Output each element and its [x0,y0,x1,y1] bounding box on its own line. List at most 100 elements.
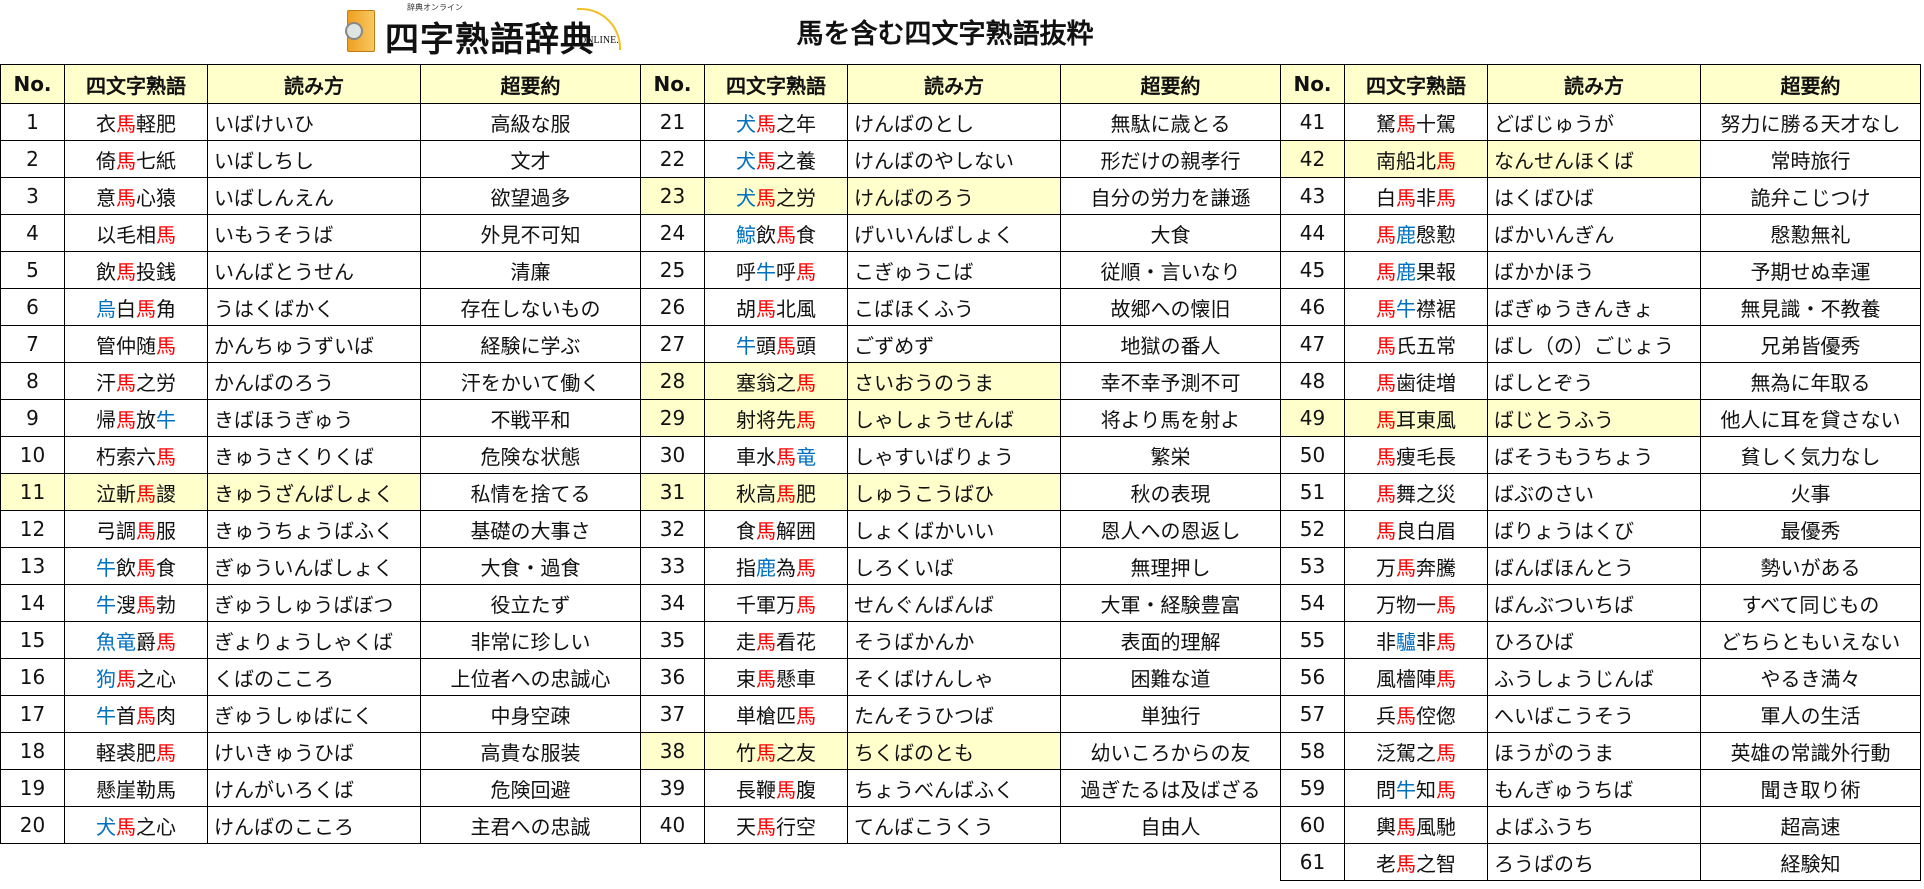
idiom-kanji: 馬耳東風 [1344,399,1488,437]
idiom-reading: なんせんほくば [1487,140,1701,178]
idiom-summary: 単独行 [1060,695,1281,733]
kanji-char: 束 [736,666,756,691]
horse-char: 馬 [796,592,816,617]
horse-char: 馬 [156,444,176,469]
idiom-summary: 危険な状態 [420,436,641,474]
idiom-reading: ろうばのち [1487,843,1701,881]
idiom-kanji: 射将先馬 [704,399,848,437]
animal-char: 牛 [1396,296,1416,321]
kanji-char: 檣 [1396,666,1416,691]
idiom-kanji: 軽裘肥馬 [64,732,208,770]
horse-char: 馬 [776,222,796,247]
kanji-char: 北 [1416,148,1436,173]
idiom-kanji: 馬鹿慇懃 [1344,214,1488,252]
row-number: 58 [1280,732,1345,770]
kanji-char: 千 [736,592,756,617]
kanji-char: 毛 [1416,444,1436,469]
kanji-char: 南 [1376,148,1396,173]
kanji-char: 耳 [1396,407,1416,432]
idiom-reading: ぎゅうしゅばにく [207,695,421,733]
horse-char: 馬 [156,222,176,247]
kanji-char: 角 [156,296,176,321]
row-number: 43 [1280,177,1345,215]
kanji-char: 放 [136,407,156,432]
kanji-char: 駑 [1376,111,1396,136]
horse-char: 馬 [796,703,816,728]
kanji-char: 之 [136,666,156,691]
kanji-char: 肉 [156,703,176,728]
idiom-kanji: 馬牛襟裾 [1344,288,1488,326]
row-number: 6 [0,288,65,326]
kanji-char: 東 [1416,407,1436,432]
row-number: 60 [1280,806,1345,844]
animal-char: 鹿 [1396,259,1416,284]
site-logo: 辞典オンライン 四字熟語辞典 ONLINE. [345,2,627,60]
kanji-char: 軍 [756,592,776,617]
horse-char: 馬 [756,629,776,654]
horse-char: 馬 [116,259,136,284]
idiom-summary: 勢いがある [1700,547,1921,585]
kanji-char: 氏 [1396,333,1416,358]
animal-char: 驢 [1396,629,1416,654]
kanji-char: 意 [96,185,116,210]
animal-char: 牛 [1396,777,1416,802]
idiom-summary: 大食 [1060,214,1281,252]
idiom-summary: 主君への忠誠 [420,806,641,844]
idiom-summary: 秋の表現 [1060,473,1281,511]
header-yomi: 読み方 [1487,64,1701,104]
kanji-char: 食 [736,518,756,543]
kanji-char: 労 [796,185,816,210]
kanji-char: 高 [756,481,776,506]
idiom-summary: 自由人 [1060,806,1281,844]
idiom-reading: ばりょうはくび [1487,510,1701,548]
idiom-summary: 高級な服 [420,103,641,141]
horse-char: 馬 [1396,111,1416,136]
idiom-summary: 自分の労力を謙遜 [1060,177,1281,215]
idiom-reading: きばほうぎゅう [207,399,421,437]
animal-char: 牛 [96,555,116,580]
idiom-kanji: 馬舞之災 [1344,473,1488,511]
kanji-char: 襟 [1416,296,1436,321]
row-number: 33 [640,547,705,585]
idiom-kanji: 衣馬軽肥 [64,103,208,141]
kanji-char: 常 [1436,333,1456,358]
row-number: 24 [640,214,705,252]
idiom-kanji: 泣斬馬謖 [64,473,208,511]
kanji-char: 老 [1376,851,1396,876]
idiom-kanji: 秋高馬肥 [704,473,848,511]
idiom-kanji: 駑馬十駕 [1344,103,1488,141]
kanji-char: 七 [136,148,156,173]
header-summary: 超要約 [1060,64,1281,104]
idiom-summary: 繁栄 [1060,436,1281,474]
horse-char: 馬 [756,518,776,543]
horse-char: 馬 [1436,740,1456,765]
horse-char: 馬 [796,370,816,395]
row-number: 61 [1280,843,1345,881]
kanji-char: 食 [796,222,816,247]
kanji-char: 先 [776,407,796,432]
idiom-summary: 経験に学ぶ [420,325,641,363]
kanji-char: 兵 [1376,703,1396,728]
idiom-reading: ふうしょうじんば [1487,658,1701,696]
horse-char: 馬 [1376,333,1396,358]
idiom-summary: 地獄の番人 [1060,325,1281,363]
idiom-reading: けんばのろう [847,177,1061,215]
kanji-char: 船 [1396,148,1416,173]
row-number: 28 [640,362,705,400]
horse-char: 馬 [756,740,776,765]
kanji-char: 囲 [796,518,816,543]
horse-char: 馬 [1376,407,1396,432]
idiom-summary: 非常に珍しい [420,621,641,659]
kanji-char: 毛 [116,222,136,247]
kanji-char: 懃 [1436,222,1456,247]
kanji-char: 風 [1376,666,1396,691]
horse-char: 馬 [756,666,776,691]
idiom-summary: 無理押し [1060,547,1281,585]
idiom-summary: 聞き取り術 [1700,769,1921,807]
